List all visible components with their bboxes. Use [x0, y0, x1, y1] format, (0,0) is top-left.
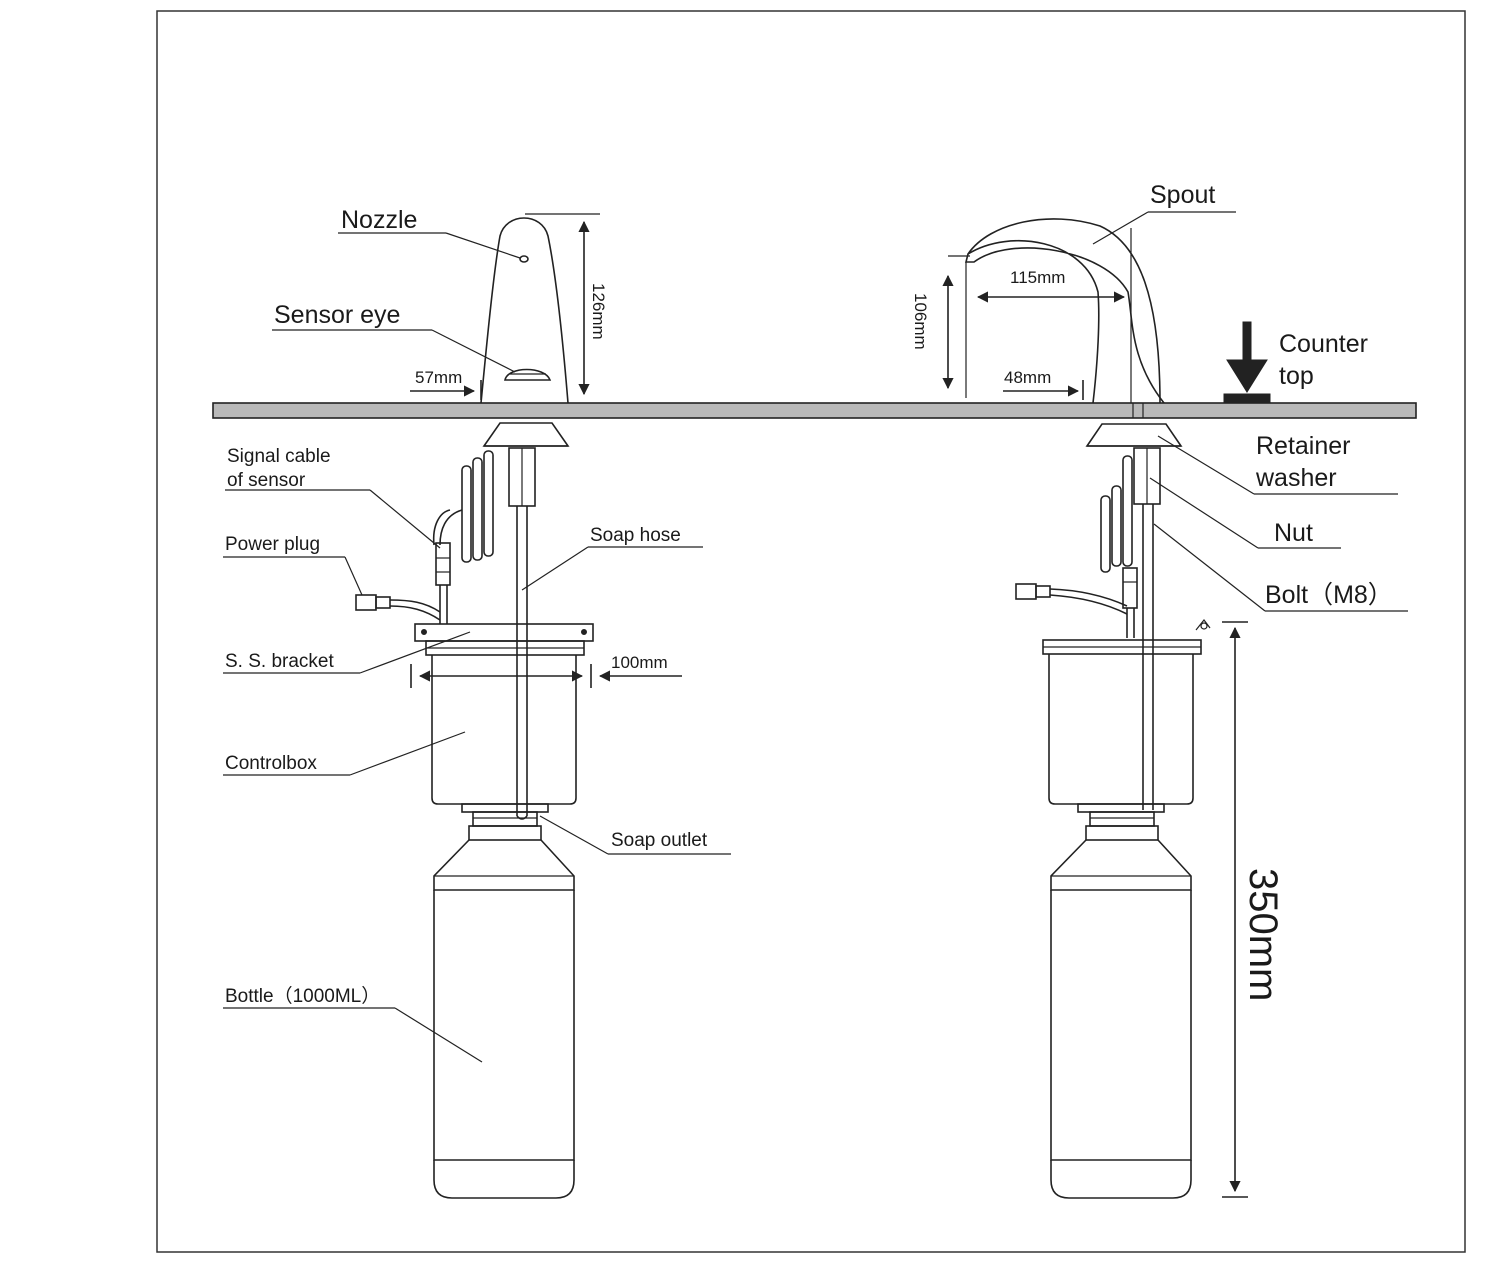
- soap-hose-label: Soap hose: [590, 525, 681, 546]
- left-mount-flange: [482, 422, 570, 447]
- counter-top-slab: [212, 402, 1417, 419]
- right-connector: [1122, 567, 1138, 638]
- right-controlbox: [1042, 619, 1211, 813]
- diagram-frame: [156, 10, 1466, 1253]
- soap-outlet-label: Soap outlet: [611, 830, 708, 851]
- retainer-washer-label-line2: washer: [1255, 464, 1337, 492]
- right-mount-flange: [1085, 423, 1183, 447]
- left-bottle: [433, 811, 575, 1199]
- left-controlbox: [425, 640, 585, 813]
- counter-top-arrow-icon: [1223, 321, 1271, 404]
- nut-label: Nut: [1274, 519, 1313, 547]
- nozzle-height-text: 126mm: [589, 283, 608, 340]
- retainer-washer-label-line1: Retainer: [1256, 432, 1351, 460]
- signal-cable-label-line2: of sensor: [227, 470, 306, 491]
- signal-cable-label-line1: Signal cable: [227, 446, 331, 467]
- coiled-cable: [432, 450, 494, 563]
- left-ss-bracket: [414, 623, 594, 642]
- right-nut: [1133, 447, 1161, 505]
- sensor-eye-icon: [504, 368, 552, 381]
- right-coiled-cable: [1100, 455, 1133, 573]
- right-power-plug-icon: [1015, 583, 1128, 615]
- nozzle-base-text: 57mm: [415, 368, 462, 387]
- power-plug-icon: [355, 594, 441, 621]
- spout-base-text: 48mm: [1004, 368, 1051, 387]
- power-plug-label: Power plug: [225, 534, 320, 555]
- controlbox-width-text: 100mm: [611, 653, 668, 672]
- bottle-label: Bottle（1000ML）: [225, 985, 380, 1007]
- counter-top-label-line2: top: [1279, 362, 1314, 390]
- right-bottle: [1050, 811, 1192, 1199]
- ss-bracket-label: S. S. bracket: [225, 651, 334, 672]
- nozzle-label: Nozzle: [341, 206, 417, 234]
- overall-height-text: 350mm: [1241, 868, 1285, 1001]
- signal-connector: [435, 542, 451, 624]
- controlbox-label: Controlbox: [225, 753, 317, 774]
- bolt-label: Bolt（M8）: [1265, 581, 1393, 609]
- counter-top-label-line1: Counter: [1279, 330, 1368, 358]
- nozzle-body: [480, 217, 569, 404]
- spout-label: Spout: [1150, 181, 1215, 209]
- spout-reach-text: 115mm: [1010, 268, 1065, 287]
- sensor-eye-label: Sensor eye: [274, 301, 400, 329]
- spout-height-text: 106mm: [911, 293, 930, 350]
